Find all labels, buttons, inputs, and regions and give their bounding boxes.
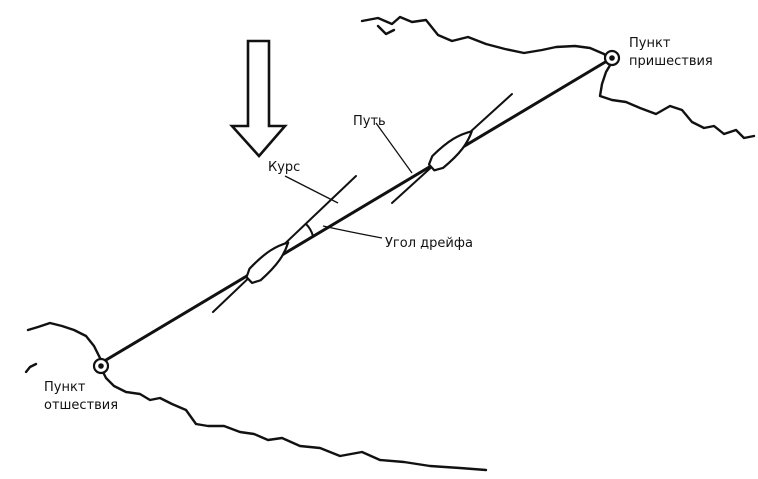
upper-shoreline-inlet xyxy=(376,24,396,36)
course-label: Курс xyxy=(268,160,300,175)
arrival-point-label-line1: Пункт xyxy=(629,36,671,51)
arrival-point-label-line2: пришествия xyxy=(629,54,713,69)
upper-shoreline xyxy=(360,15,756,140)
course-leader xyxy=(284,175,339,204)
track-label: Путь xyxy=(353,114,386,129)
lower-shoreline-shoal xyxy=(24,362,38,374)
drift-angle-leader xyxy=(322,225,383,239)
down-arrow-icon xyxy=(229,39,288,158)
boat-icon xyxy=(245,241,290,285)
track-line xyxy=(104,56,614,362)
departure-point-label-line1: Пункт xyxy=(44,380,86,395)
lower-shoreline xyxy=(26,321,488,472)
boat-icon xyxy=(427,130,473,172)
circled-dot-icon xyxy=(603,49,621,67)
departure-point-label-line2: отшествия xyxy=(44,398,118,413)
circled-dot-icon xyxy=(92,357,110,375)
drift-angle-label: Угол дрейфа xyxy=(385,236,473,251)
track-leader xyxy=(375,122,413,174)
drift-angle-arc xyxy=(305,223,314,237)
